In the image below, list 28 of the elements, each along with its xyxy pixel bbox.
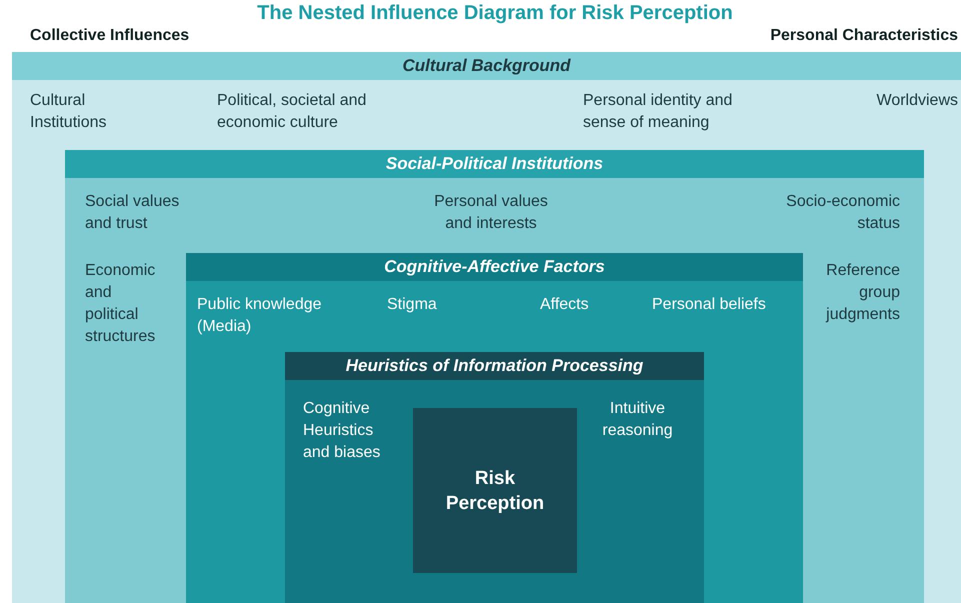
section-header-band: Heuristics of Information Processing: [285, 352, 704, 380]
diagram-title: The Nested Influence Diagram for Risk Perception: [256, 2, 734, 25]
section-header-band: Social-Political Institutions: [65, 150, 924, 178]
factor-label: Social values and trust: [85, 192, 180, 234]
nested-panel: [285, 352, 704, 603]
factor-label: Personal identity and sense of meaning: [583, 91, 734, 133]
factor-label: Personal values and interests: [433, 192, 549, 234]
factor-label: Economic and political structures: [85, 261, 156, 347]
side-heading: Collective Influences: [30, 27, 190, 45]
nested-panel: [186, 253, 803, 603]
nested-panel: [12, 52, 961, 603]
factor-label: Personal beliefs: [652, 295, 766, 315]
factor-label: Public knowledge (Media): [197, 295, 323, 337]
factor-label: Reference group judgments: [824, 261, 900, 325]
nested-panel: [65, 150, 924, 603]
factor-label: Intuitive reasoning: [601, 399, 674, 441]
factor-label: Stigma: [387, 295, 437, 315]
factor-label: Affects: [540, 295, 589, 315]
factor-label: Political, societal and economic culture: [217, 91, 368, 133]
factor-label: Cultural Institutions: [30, 91, 108, 133]
side-heading: Personal Characteristics: [770, 27, 958, 45]
section-header-band: Cognitive-Affective Factors: [186, 253, 803, 281]
center-box: [413, 408, 577, 573]
factor-label: Socio-economic status: [785, 192, 900, 234]
factor-label: Worldviews: [876, 91, 958, 111]
section-header-band: Cultural Background: [12, 52, 961, 80]
factor-label: Cognitive Heuristics and biases: [303, 399, 382, 463]
center-label: Risk Perception: [444, 466, 546, 516]
